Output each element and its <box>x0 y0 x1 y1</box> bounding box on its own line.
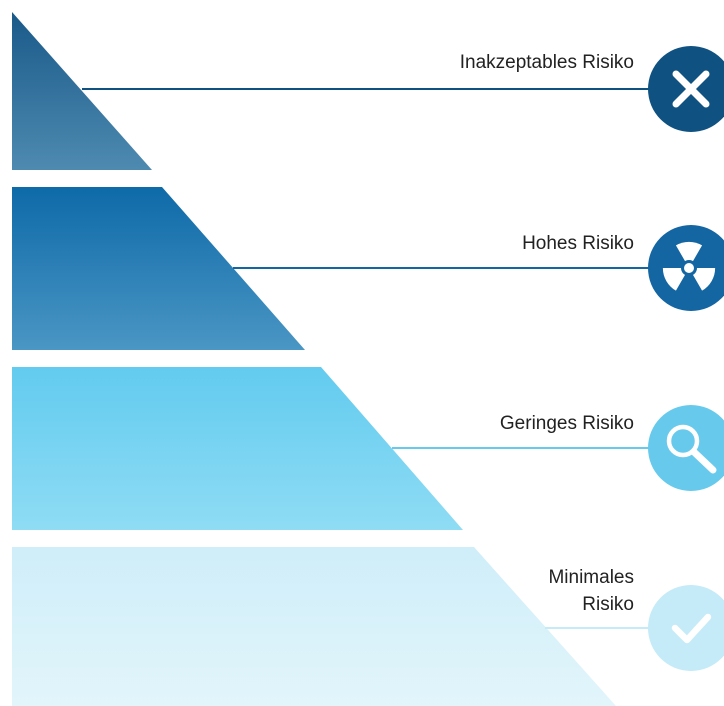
radiation-icon <box>648 225 724 311</box>
label-line: Minimales <box>548 567 634 588</box>
label-high-risk: Hohes Risiko <box>522 230 634 257</box>
label-limited-risk: Geringes Risiko <box>500 410 634 437</box>
label-line: Geringes Risiko <box>499 413 634 434</box>
pyramid-level-limited <box>12 367 724 530</box>
x-icon <box>648 46 724 132</box>
pyramid-level-high <box>12 187 724 350</box>
label-line: Inakzeptables Risiko <box>459 52 634 73</box>
pyramid-level-unacceptable <box>12 12 724 170</box>
pyramid-tier-unacceptable <box>12 12 152 170</box>
label-line: Hohes Risiko <box>522 233 634 254</box>
magnifier-icon <box>648 405 724 491</box>
label-minimal-risk: Minimales Risiko <box>548 564 634 618</box>
pyramid-tier-minimal <box>12 547 616 706</box>
pyramid-tier-high <box>12 187 305 350</box>
label-line: Risiko <box>582 594 634 615</box>
label-unacceptable-risk: Inakzeptables Risiko <box>460 49 634 76</box>
checkmark-icon <box>648 585 724 671</box>
pyramid-tier-limited <box>12 367 463 530</box>
pyramid-level-minimal <box>12 547 724 706</box>
